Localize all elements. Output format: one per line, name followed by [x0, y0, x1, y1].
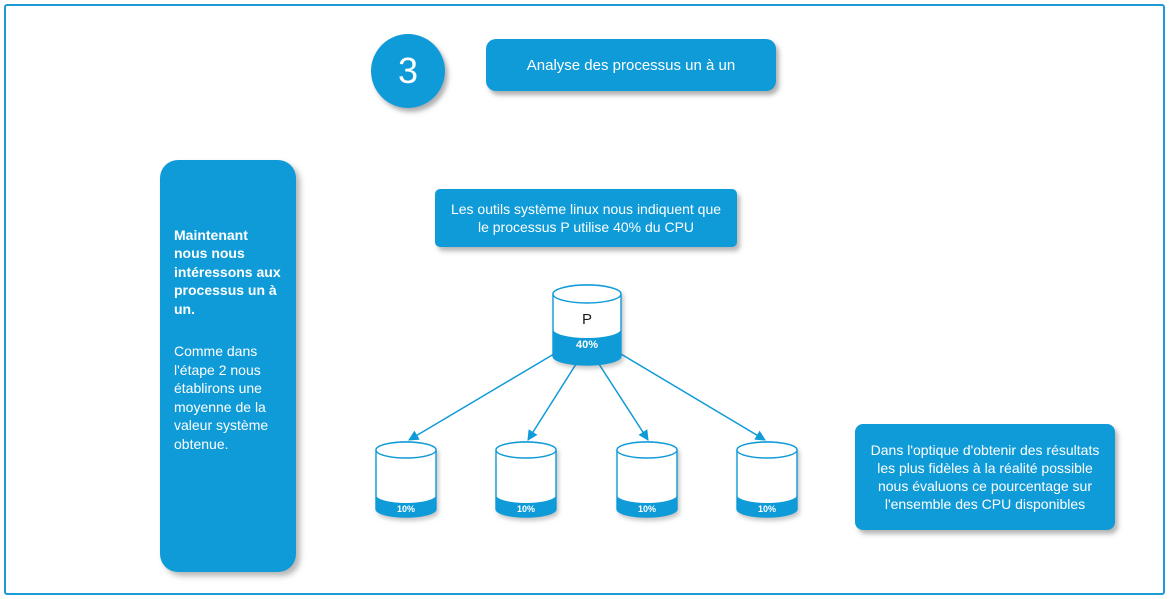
- process-usage: 40%: [576, 339, 598, 351]
- cylinder-usage-band: [737, 495, 797, 517]
- diagram-canvas: 3 Analyse des processus un à un Maintena…: [4, 4, 1165, 595]
- arrow-to-cpu-1: [408, 350, 560, 441]
- cylinder-lid: [495, 441, 557, 459]
- cylinder-usage-band: [617, 495, 677, 517]
- step-title: Analyse des processus un à un: [526, 56, 736, 74]
- cpu-cylinder-1: 10%: [375, 441, 437, 518]
- cylinder-lid: [552, 284, 622, 304]
- cpu-cylinder-2: 10%: [495, 441, 557, 518]
- arrow-to-cpu-3: [596, 360, 649, 441]
- arrow-to-cpu-4: [615, 350, 766, 441]
- cylinder-lid: [736, 441, 798, 459]
- cpu-usage: 10%: [758, 504, 776, 514]
- cylinder-usage-band: [376, 495, 436, 517]
- process-label: P: [582, 311, 592, 328]
- cpu-usage: 10%: [517, 504, 535, 514]
- left-note-intro: Maintenant nous nous intéressons aux pro…: [174, 227, 281, 317]
- cpu-usage: 10%: [397, 504, 415, 514]
- cylinder-lid: [375, 441, 437, 459]
- step-number: 3: [397, 50, 419, 91]
- left-note-body: Comme dans l'étape 2 nous établirons une…: [174, 343, 269, 452]
- step-number-badge: 3: [371, 34, 445, 108]
- callout-right-text: Dans l'optique d'obtenir des résultats l…: [870, 441, 1100, 513]
- cpu-cylinder-3: 10%: [616, 441, 678, 518]
- callout-top-text: Les outils système linux nous indiquent …: [450, 200, 722, 235]
- cpu-usage: 10%: [638, 504, 656, 514]
- process-cylinder: P 40%: [552, 284, 622, 366]
- cylinder-usage-band: [553, 329, 621, 365]
- arrow-to-cpu-2: [527, 360, 579, 441]
- cylinder-usage-band: [496, 495, 556, 517]
- step-title-box: Analyse des processus un à un: [486, 39, 776, 91]
- cpu-cylinder-4: 10%: [736, 441, 798, 518]
- cylinder-lid: [616, 441, 678, 459]
- callout-top: Les outils système linux nous indiquent …: [435, 189, 737, 247]
- left-note-panel: Maintenant nous nous intéressons aux pro…: [160, 160, 296, 572]
- callout-right: Dans l'optique d'obtenir des résultats l…: [855, 424, 1115, 530]
